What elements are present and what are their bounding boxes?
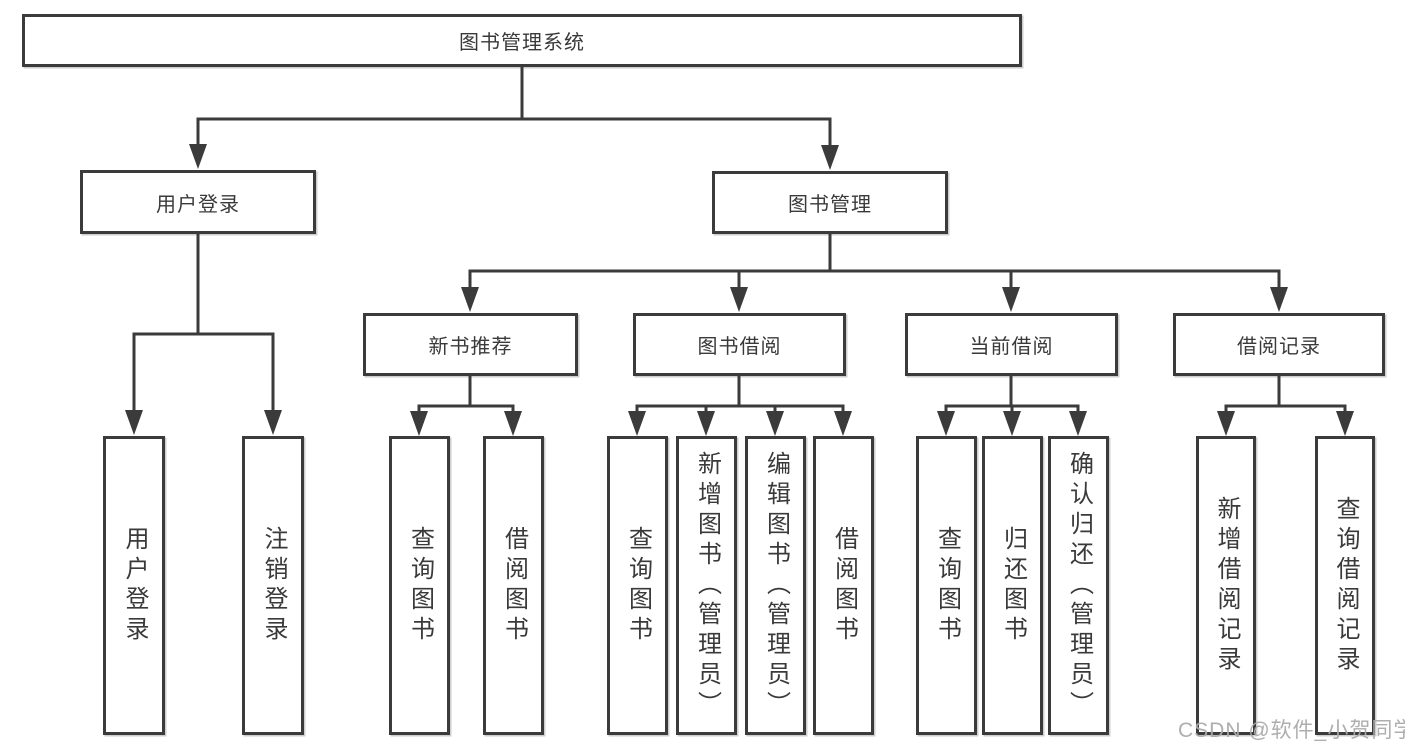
leaf-borrow-books: 借阅图书 (813, 436, 874, 735)
leaf-add-borrow-record: 新增借阅记录 (1196, 436, 1256, 735)
node-label: 新书推荐 (428, 336, 513, 358)
node-current-borrowing: 当前借阅 (905, 313, 1118, 376)
leaf-confirm-return-admin: 确认归还（管理员） (1048, 436, 1109, 735)
node-label: 查询图书 (406, 525, 434, 646)
arrowhead (504, 411, 522, 436)
node-label: 借阅记录 (1237, 336, 1321, 358)
leaf-add-book-admin: 新增图书（管理员） (676, 436, 737, 735)
node-borrowing-records: 借阅记录 (1173, 313, 1385, 376)
node-book-management: 图书管理 (712, 171, 948, 234)
arrowhead (1336, 411, 1354, 436)
node-label: 图书管理系统 (459, 32, 585, 54)
node-label: 借阅图书 (500, 525, 528, 646)
leaf-logout-login: 注销登录 (242, 436, 304, 735)
node-label: 归还图书 (999, 525, 1027, 646)
node-label: 用户登录 (156, 193, 240, 216)
node-library-management-system: 图书管理系统 (22, 14, 1022, 67)
leaf-borrow-books-recommend: 借阅图书 (483, 436, 544, 735)
node-label: 查询图书 (624, 525, 652, 646)
leaf-return-books: 归还图书 (982, 436, 1043, 735)
node-label: 查询图书 (933, 525, 961, 646)
arrowhead (834, 411, 852, 436)
arrowhead (189, 144, 207, 169)
node-label: 当前借阅 (969, 336, 1054, 358)
node-label: 注销登录 (260, 525, 287, 646)
node-book-borrowing: 图书借阅 (633, 313, 846, 376)
arrowhead (264, 410, 282, 435)
arrowhead (1002, 287, 1020, 312)
arrowhead (821, 145, 839, 170)
leaf-query-books-borrow: 查询图书 (607, 436, 668, 735)
leaf-query-books-current: 查询图书 (916, 436, 977, 735)
leaf-query-borrow-record: 查询借阅记录 (1315, 436, 1375, 735)
leaf-query-books-recommend: 查询图书 (389, 436, 450, 735)
leaf-user-login: 用户登录 (103, 436, 165, 735)
node-new-book-recommendation: 新书推荐 (363, 313, 578, 376)
arrowhead (628, 411, 646, 436)
arrowhead (697, 411, 715, 436)
arrowhead (125, 410, 143, 435)
node-label: 借阅图书 (830, 525, 858, 646)
node-label: 编辑图书（管理员） (762, 450, 790, 721)
arrowhead (1217, 411, 1235, 436)
node-label: 用户登录 (121, 525, 148, 646)
arrowhead (730, 287, 748, 312)
arrowhead (410, 411, 428, 436)
node-label: 图书管理 (788, 194, 872, 216)
arrowhead (1270, 287, 1288, 312)
node-label: 新增图书（管理员） (693, 450, 721, 721)
arrowhead (766, 411, 784, 436)
arrowhead (1003, 411, 1021, 436)
watermark: CSDN @软件_小贺同学 (1178, 719, 1405, 742)
node-label: 查询借阅记录 (1332, 495, 1359, 676)
arrowhead (1069, 411, 1087, 436)
arrowhead (937, 411, 955, 436)
node-label: 图书借阅 (697, 336, 782, 358)
node-label: 确认归还（管理员） (1065, 450, 1093, 721)
node-user-login: 用户登录 (80, 170, 316, 234)
leaf-edit-book-admin: 编辑图书（管理员） (745, 436, 806, 735)
node-label: 新增借阅记录 (1213, 495, 1240, 676)
arrowhead (461, 287, 479, 312)
